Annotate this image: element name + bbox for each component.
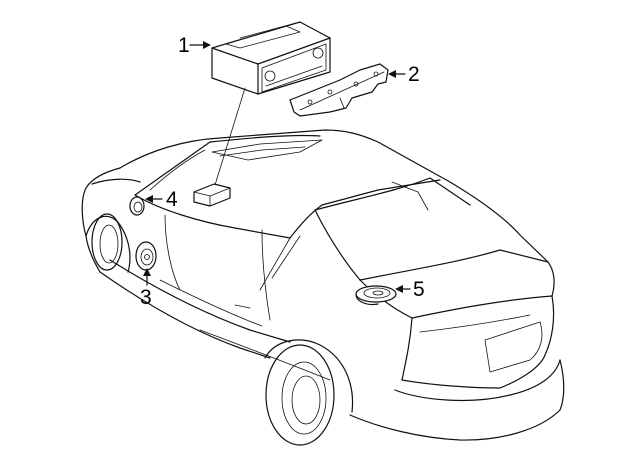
leader-line [214,87,246,186]
callout-4-label: 4 [166,188,178,211]
tweeter-speaker-icon [129,196,145,216]
front-door-speaker-icon [135,241,157,271]
radio-location-box-icon [193,183,231,207]
callout-2-label: 2 [408,63,420,86]
radio-receiver-icon [211,21,331,95]
callout-arrows [143,41,411,293]
mounting-bracket-icon [289,63,389,117]
rear-shelf-speaker-icon [355,285,397,306]
callout-3-label: 3 [140,286,152,309]
callout-5-label: 5 [413,278,425,301]
car-body-icon [81,129,565,441]
callout-1-label: 1 [178,34,190,57]
front-wheel-icon [91,213,123,271]
rear-wheel-icon [265,344,335,446]
